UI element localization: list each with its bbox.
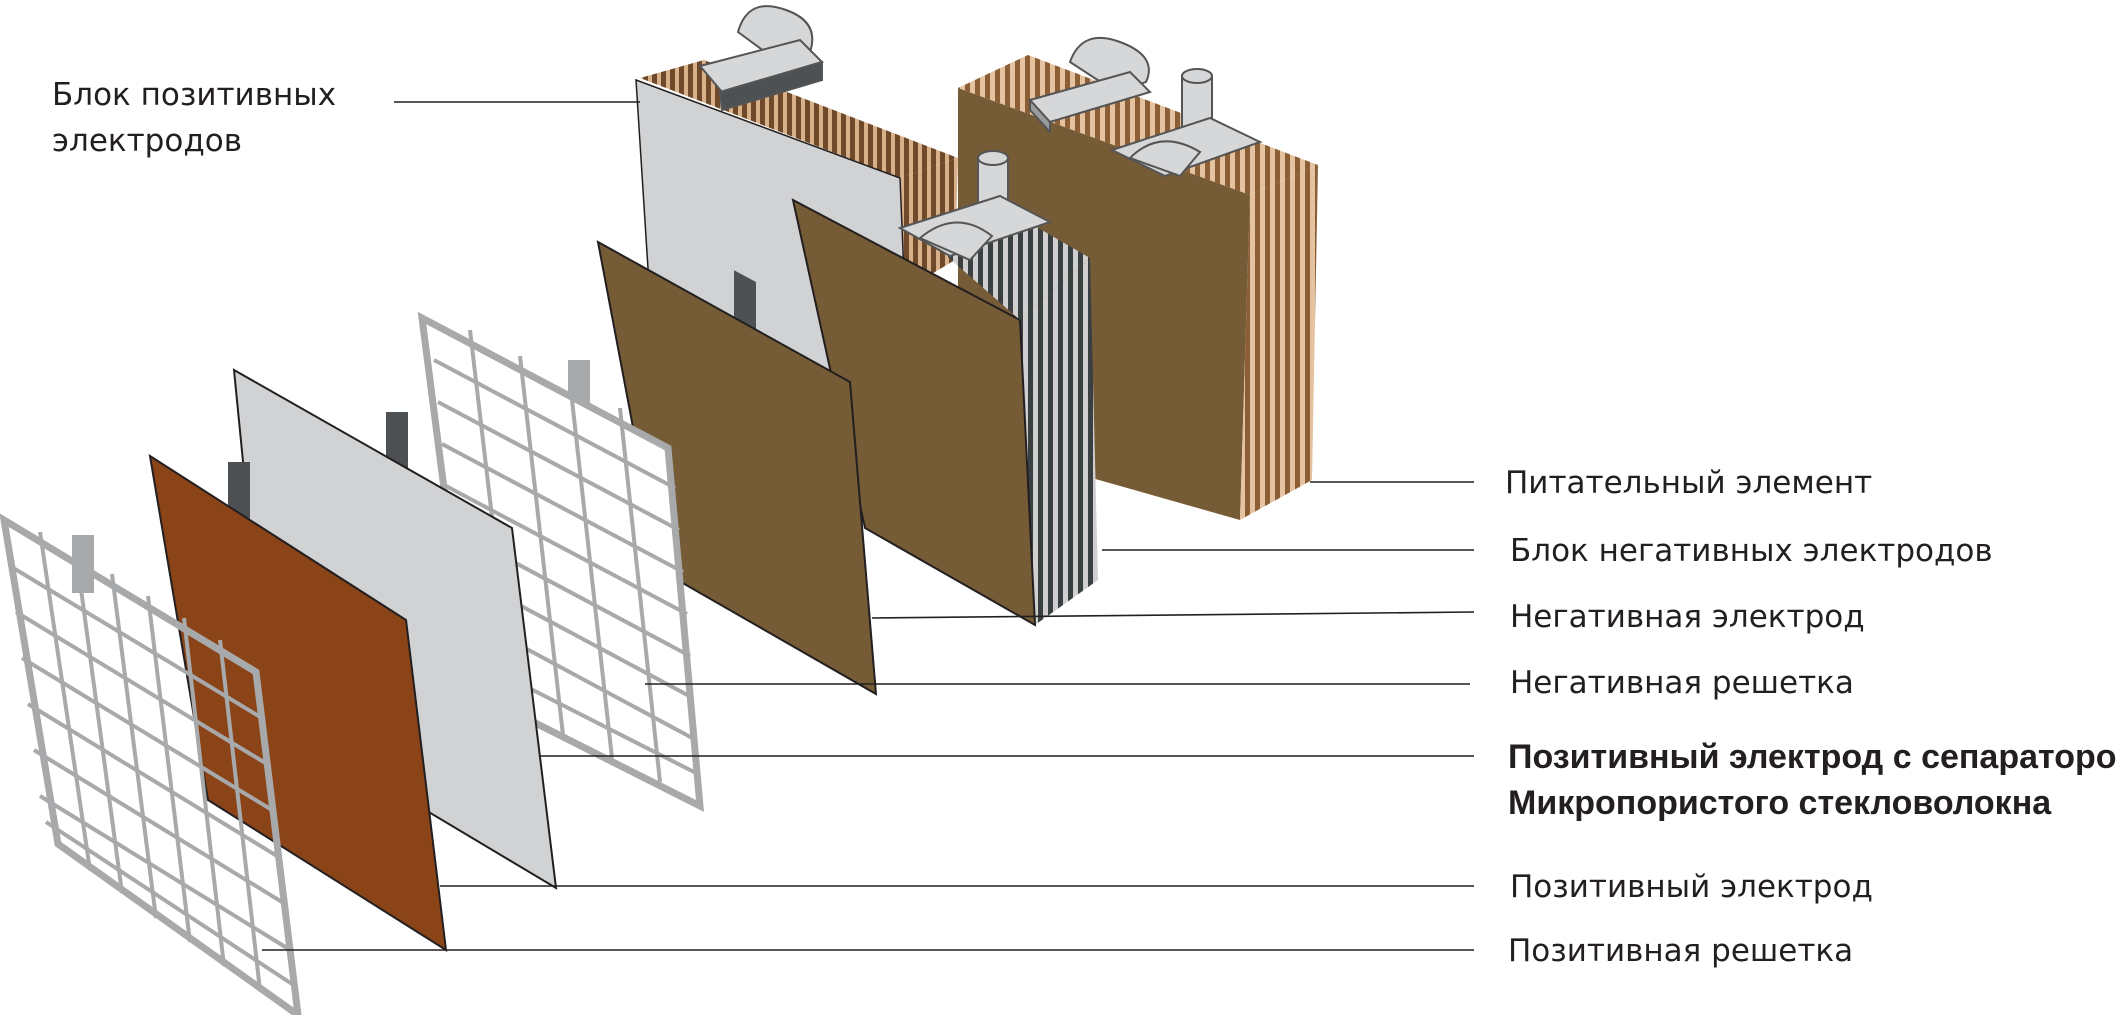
positive-grid (0, 513, 302, 1015)
positive-block-terminal (698, 5, 824, 112)
positive-grid-frame (0, 513, 302, 1015)
negative-grid-lines (433, 329, 699, 783)
label-negative-block: Блок негативных электродов (1510, 533, 1993, 569)
label-positive-with-separator: Позитивный электрод с сепаратором Микроп… (1508, 734, 2117, 826)
cell-terminal-left (1028, 37, 1152, 135)
positive-electrode-lug (228, 462, 250, 518)
leader-negative-electrode (871, 611, 1475, 619)
negative-block-edge-stripes (1020, 258, 1098, 625)
label-positive-with-separator-line1: Позитивный электрод с сепаратором (1508, 738, 2117, 776)
cell-top-stripes (958, 55, 1318, 195)
positive-grid-lines (8, 531, 294, 991)
separator-lug (386, 412, 408, 468)
label-positive-grid: Позитивная решетка (1508, 933, 1854, 969)
label-positive-electrode: Позитивный электрод (1510, 869, 1873, 905)
label-positive-with-separator-line2: Микропористого стекловолокна (1508, 784, 2052, 822)
negative-electrode-block (791, 150, 1098, 627)
label-positive-block-line2: электродов (52, 123, 242, 159)
label-cell: Питательный элемент (1505, 465, 1873, 501)
cell-side-stripes (1240, 165, 1318, 520)
label-positive-block-line1: Блок позитивных (52, 77, 337, 113)
leader-lines (262, 101, 1475, 951)
label-positive-block: Блок позитивных электродов (52, 72, 336, 164)
cell-terminal-right (1109, 68, 1263, 178)
label-negative-electrode: Негативная электрод (1510, 599, 1865, 635)
label-negative-grid: Негативная решетка (1510, 665, 1854, 701)
negative-block-terminal (897, 150, 1053, 262)
